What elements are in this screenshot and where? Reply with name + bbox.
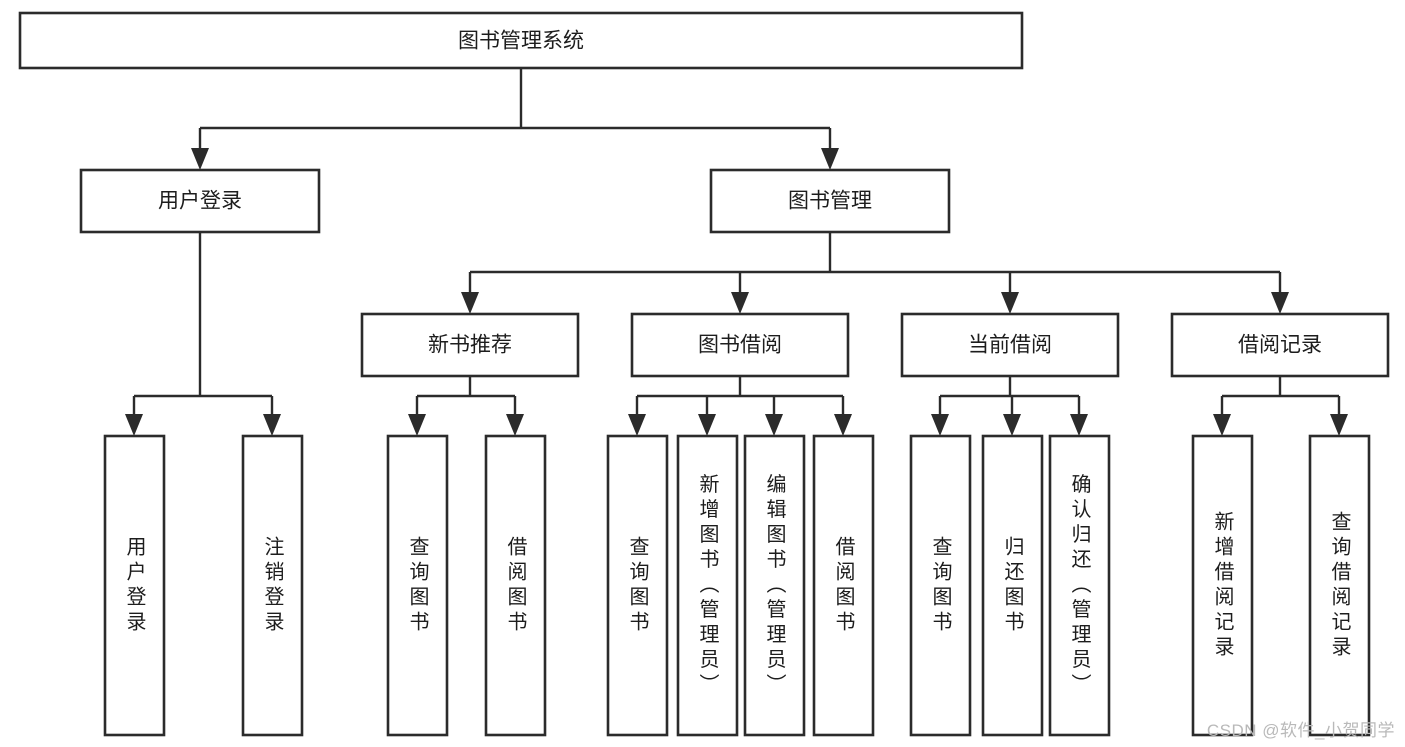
- leaf-return-book[interactable]: 归还图书: [981, 434, 1044, 737]
- leaf-edit-book-admin[interactable]: 编辑图书（管理员）: [743, 434, 806, 737]
- leaf-logout-box[interactable]: [241, 434, 304, 737]
- leaf-query-borrow-record[interactable]: 查询借阅记录: [1308, 434, 1371, 737]
- node-book-management-label: 图书管理: [788, 190, 872, 213]
- leaf-add-book-admin-box[interactable]: [676, 434, 739, 737]
- leaf-add-borrow-record[interactable]: 新增借阅记录: [1191, 434, 1254, 737]
- leaf-add-borrow-record-label: 新增借阅记录: [1211, 511, 1234, 661]
- leaf-confirm-return-admin-label: 确认归还（管理员）: [1068, 473, 1091, 698]
- node-current-borrow-label: 当前借阅: [968, 334, 1052, 357]
- leaf-query-book-rec-label: 查询图书: [406, 536, 429, 636]
- leaf-borrow-book-label: 借阅图书: [832, 536, 855, 636]
- leaf-borrow-book-rec-box[interactable]: [484, 434, 547, 737]
- arrowhead-icon: [1330, 414, 1348, 436]
- arrowhead-icon: [1003, 414, 1021, 436]
- arrowhead-icon: [698, 414, 716, 436]
- arrowhead-icon: [263, 414, 281, 436]
- node-book-management-box[interactable]: [709, 168, 951, 234]
- arrowhead-icon: [461, 292, 479, 314]
- arrowhead-icon: [821, 148, 839, 170]
- node-current-borrow-box[interactable]: [900, 312, 1120, 378]
- leaf-query-book-borrow[interactable]: 查询图书: [606, 434, 669, 737]
- connector-layer: [132, 68, 1341, 416]
- edge-book-manage-bus: [468, 232, 1282, 294]
- edge-root-bus: [198, 68, 832, 150]
- node-root-system[interactable]: 图书管理系统: [18, 11, 1024, 70]
- leaf-query-book-rec-box[interactable]: [386, 434, 449, 737]
- leaf-query-borrow-record-box[interactable]: [1308, 434, 1371, 737]
- node-root-label: 图书管理系统: [458, 30, 584, 53]
- leaf-query-book-current-label: 查询图书: [929, 536, 952, 636]
- leaf-confirm-return-admin[interactable]: 确认归还（管理员）: [1048, 434, 1111, 737]
- node-book-management[interactable]: 图书管理: [709, 168, 951, 234]
- edge-borrow-record-bus: [1220, 376, 1341, 416]
- leaf-confirm-return-admin-box[interactable]: [1048, 434, 1111, 737]
- arrowhead-icon: [765, 414, 783, 436]
- leaf-borrow-book-rec-label: 借阅图书: [504, 536, 527, 636]
- node-borrow-record-box[interactable]: [1170, 312, 1390, 378]
- arrowhead-icon: [125, 414, 143, 436]
- arrowhead-icon: [931, 414, 949, 436]
- leaf-user-login[interactable]: 用户登录: [103, 434, 166, 737]
- node-book-borrow-box[interactable]: [630, 312, 850, 378]
- node-new-book-recommend-label: 新书推荐: [428, 334, 512, 357]
- leaf-user-login-label: 用户登录: [123, 536, 146, 636]
- node-user-login-label: 用户登录: [158, 190, 242, 213]
- leaf-query-book-current[interactable]: 查询图书: [909, 434, 972, 737]
- leaf-logout[interactable]: 注销登录: [241, 434, 304, 737]
- node-book-borrow[interactable]: 图书借阅: [630, 312, 850, 378]
- leaf-add-book-admin[interactable]: 新增图书（管理员）: [676, 434, 739, 737]
- arrowhead-icon: [834, 414, 852, 436]
- arrowhead-icon: [731, 292, 749, 314]
- edge-user-login-bus: [132, 232, 274, 416]
- arrowhead-icon: [506, 414, 524, 436]
- arrowhead-icon: [628, 414, 646, 436]
- node-borrow-record-label: 借阅记录: [1238, 334, 1322, 357]
- leaf-logout-label: 注销登录: [261, 536, 284, 636]
- leaf-user-login-box[interactable]: [103, 434, 166, 737]
- edge-book-borrow-bus: [635, 376, 845, 416]
- node-user-login-box[interactable]: [79, 168, 321, 234]
- leaf-return-book-box[interactable]: [981, 434, 1044, 737]
- leaf-borrow-book[interactable]: 借阅图书: [812, 434, 875, 737]
- leaf-query-book-rec[interactable]: 查询图书: [386, 434, 449, 737]
- leaf-query-book-borrow-box[interactable]: [606, 434, 669, 737]
- node-current-borrow[interactable]: 当前借阅: [900, 312, 1120, 378]
- arrowhead-icon: [1213, 414, 1231, 436]
- leaf-edit-book-admin-label: 编辑图书（管理员）: [763, 473, 786, 698]
- node-user-login[interactable]: 用户登录: [79, 168, 321, 234]
- node-new-book-recommend[interactable]: 新书推荐: [360, 312, 580, 378]
- leaf-borrow-book-box[interactable]: [812, 434, 875, 737]
- node-root-box[interactable]: [18, 11, 1024, 70]
- node-book-borrow-label: 图书借阅: [698, 334, 782, 357]
- arrowhead-layer: [125, 148, 1348, 436]
- leaf-query-borrow-record-label: 查询借阅记录: [1328, 511, 1351, 661]
- arrowhead-icon: [191, 148, 209, 170]
- leaf-return-book-label: 归还图书: [1001, 536, 1024, 636]
- arrowhead-icon: [1070, 414, 1088, 436]
- arrowhead-icon: [1001, 292, 1019, 314]
- leaf-add-book-admin-label: 新增图书（管理员）: [696, 473, 719, 698]
- leaf-query-book-borrow-label: 查询图书: [626, 536, 649, 636]
- edge-current-borrow-bus: [938, 376, 1081, 416]
- node-borrow-record[interactable]: 借阅记录: [1170, 312, 1390, 378]
- edge-new-book-rec-bus: [415, 376, 517, 416]
- leaf-add-borrow-record-box[interactable]: [1191, 434, 1254, 737]
- node-new-book-recommend-box[interactable]: [360, 312, 580, 378]
- arrowhead-icon: [1271, 292, 1289, 314]
- arrowhead-icon: [408, 414, 426, 436]
- leaf-edit-book-admin-box[interactable]: [743, 434, 806, 737]
- leaf-borrow-book-rec[interactable]: 借阅图书: [484, 434, 547, 737]
- leaf-query-book-current-box[interactable]: [909, 434, 972, 737]
